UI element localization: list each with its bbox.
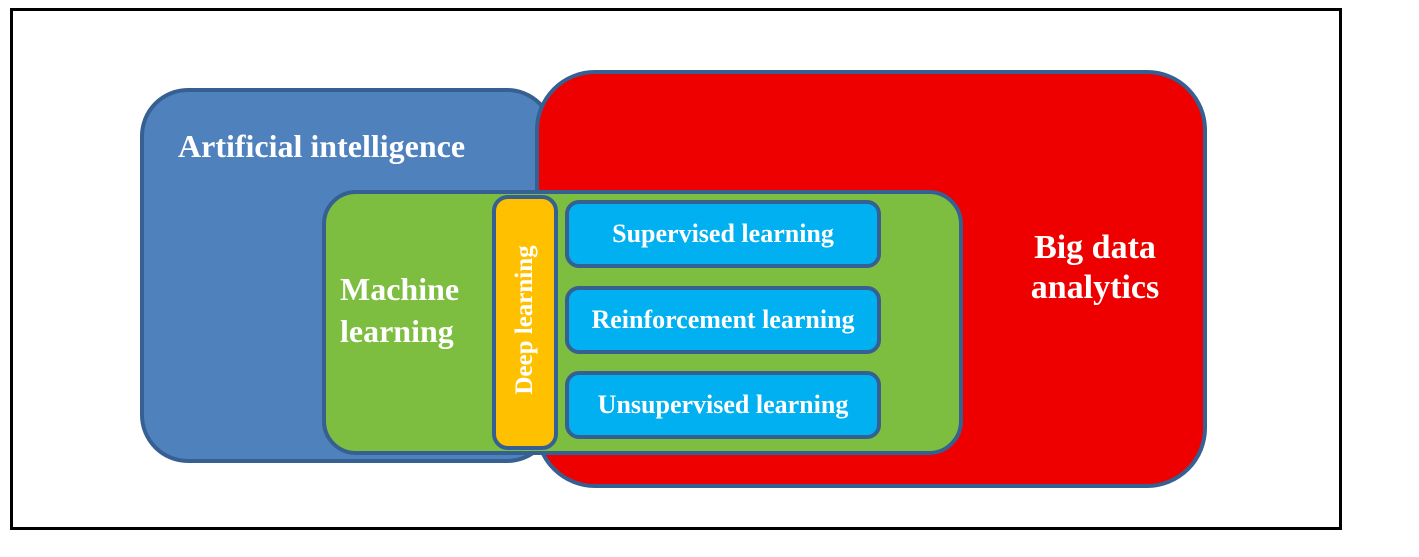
big-data-analytics-label-line2: analytics (1030, 269, 1160, 306)
unsupervised-learning-box: Unsupervised learning (565, 371, 881, 439)
machine-learning-label-line1: Machine (340, 271, 460, 307)
unsupervised-learning-label: Unsupervised learning (597, 390, 849, 419)
machine-learning-label: Machine learning (340, 268, 459, 352)
reinforcement-learning-box: Reinforcement learning (565, 286, 881, 354)
deep-learning-set (492, 195, 558, 450)
reinforcement-learning-label: Reinforcement learning (591, 305, 855, 334)
big-data-analytics-label-line1: Big data (1034, 229, 1156, 266)
deep-learning-label: Deep learning (511, 245, 538, 395)
machine-learning-label-line2: learning (340, 313, 454, 349)
supervised-learning-label: Supervised learning (612, 219, 834, 248)
supervised-learning-box: Supervised learning (565, 200, 881, 268)
big-data-analytics-label: Big data analytics (985, 228, 1205, 308)
artificial-intelligence-label: Artificial intelligence (178, 128, 466, 164)
